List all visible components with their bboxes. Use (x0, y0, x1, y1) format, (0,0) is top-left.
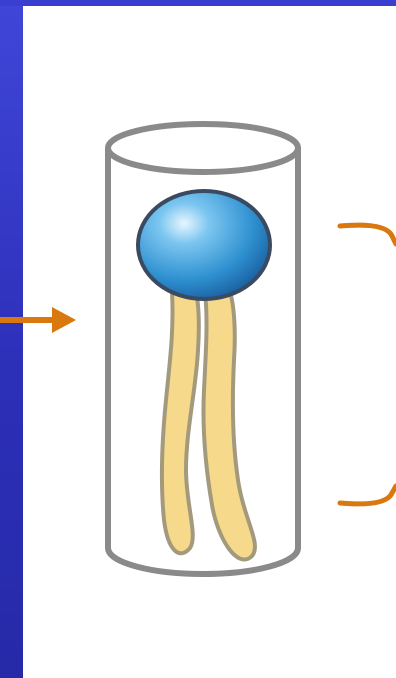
lipid-tails (162, 292, 255, 560)
lipid-tail-left (162, 292, 199, 553)
arrow-pointing-at-tube (0, 307, 76, 333)
curly-bracket-right (340, 225, 396, 504)
lipid-head-sphere (138, 191, 270, 299)
lipid-tail-right (203, 292, 254, 560)
